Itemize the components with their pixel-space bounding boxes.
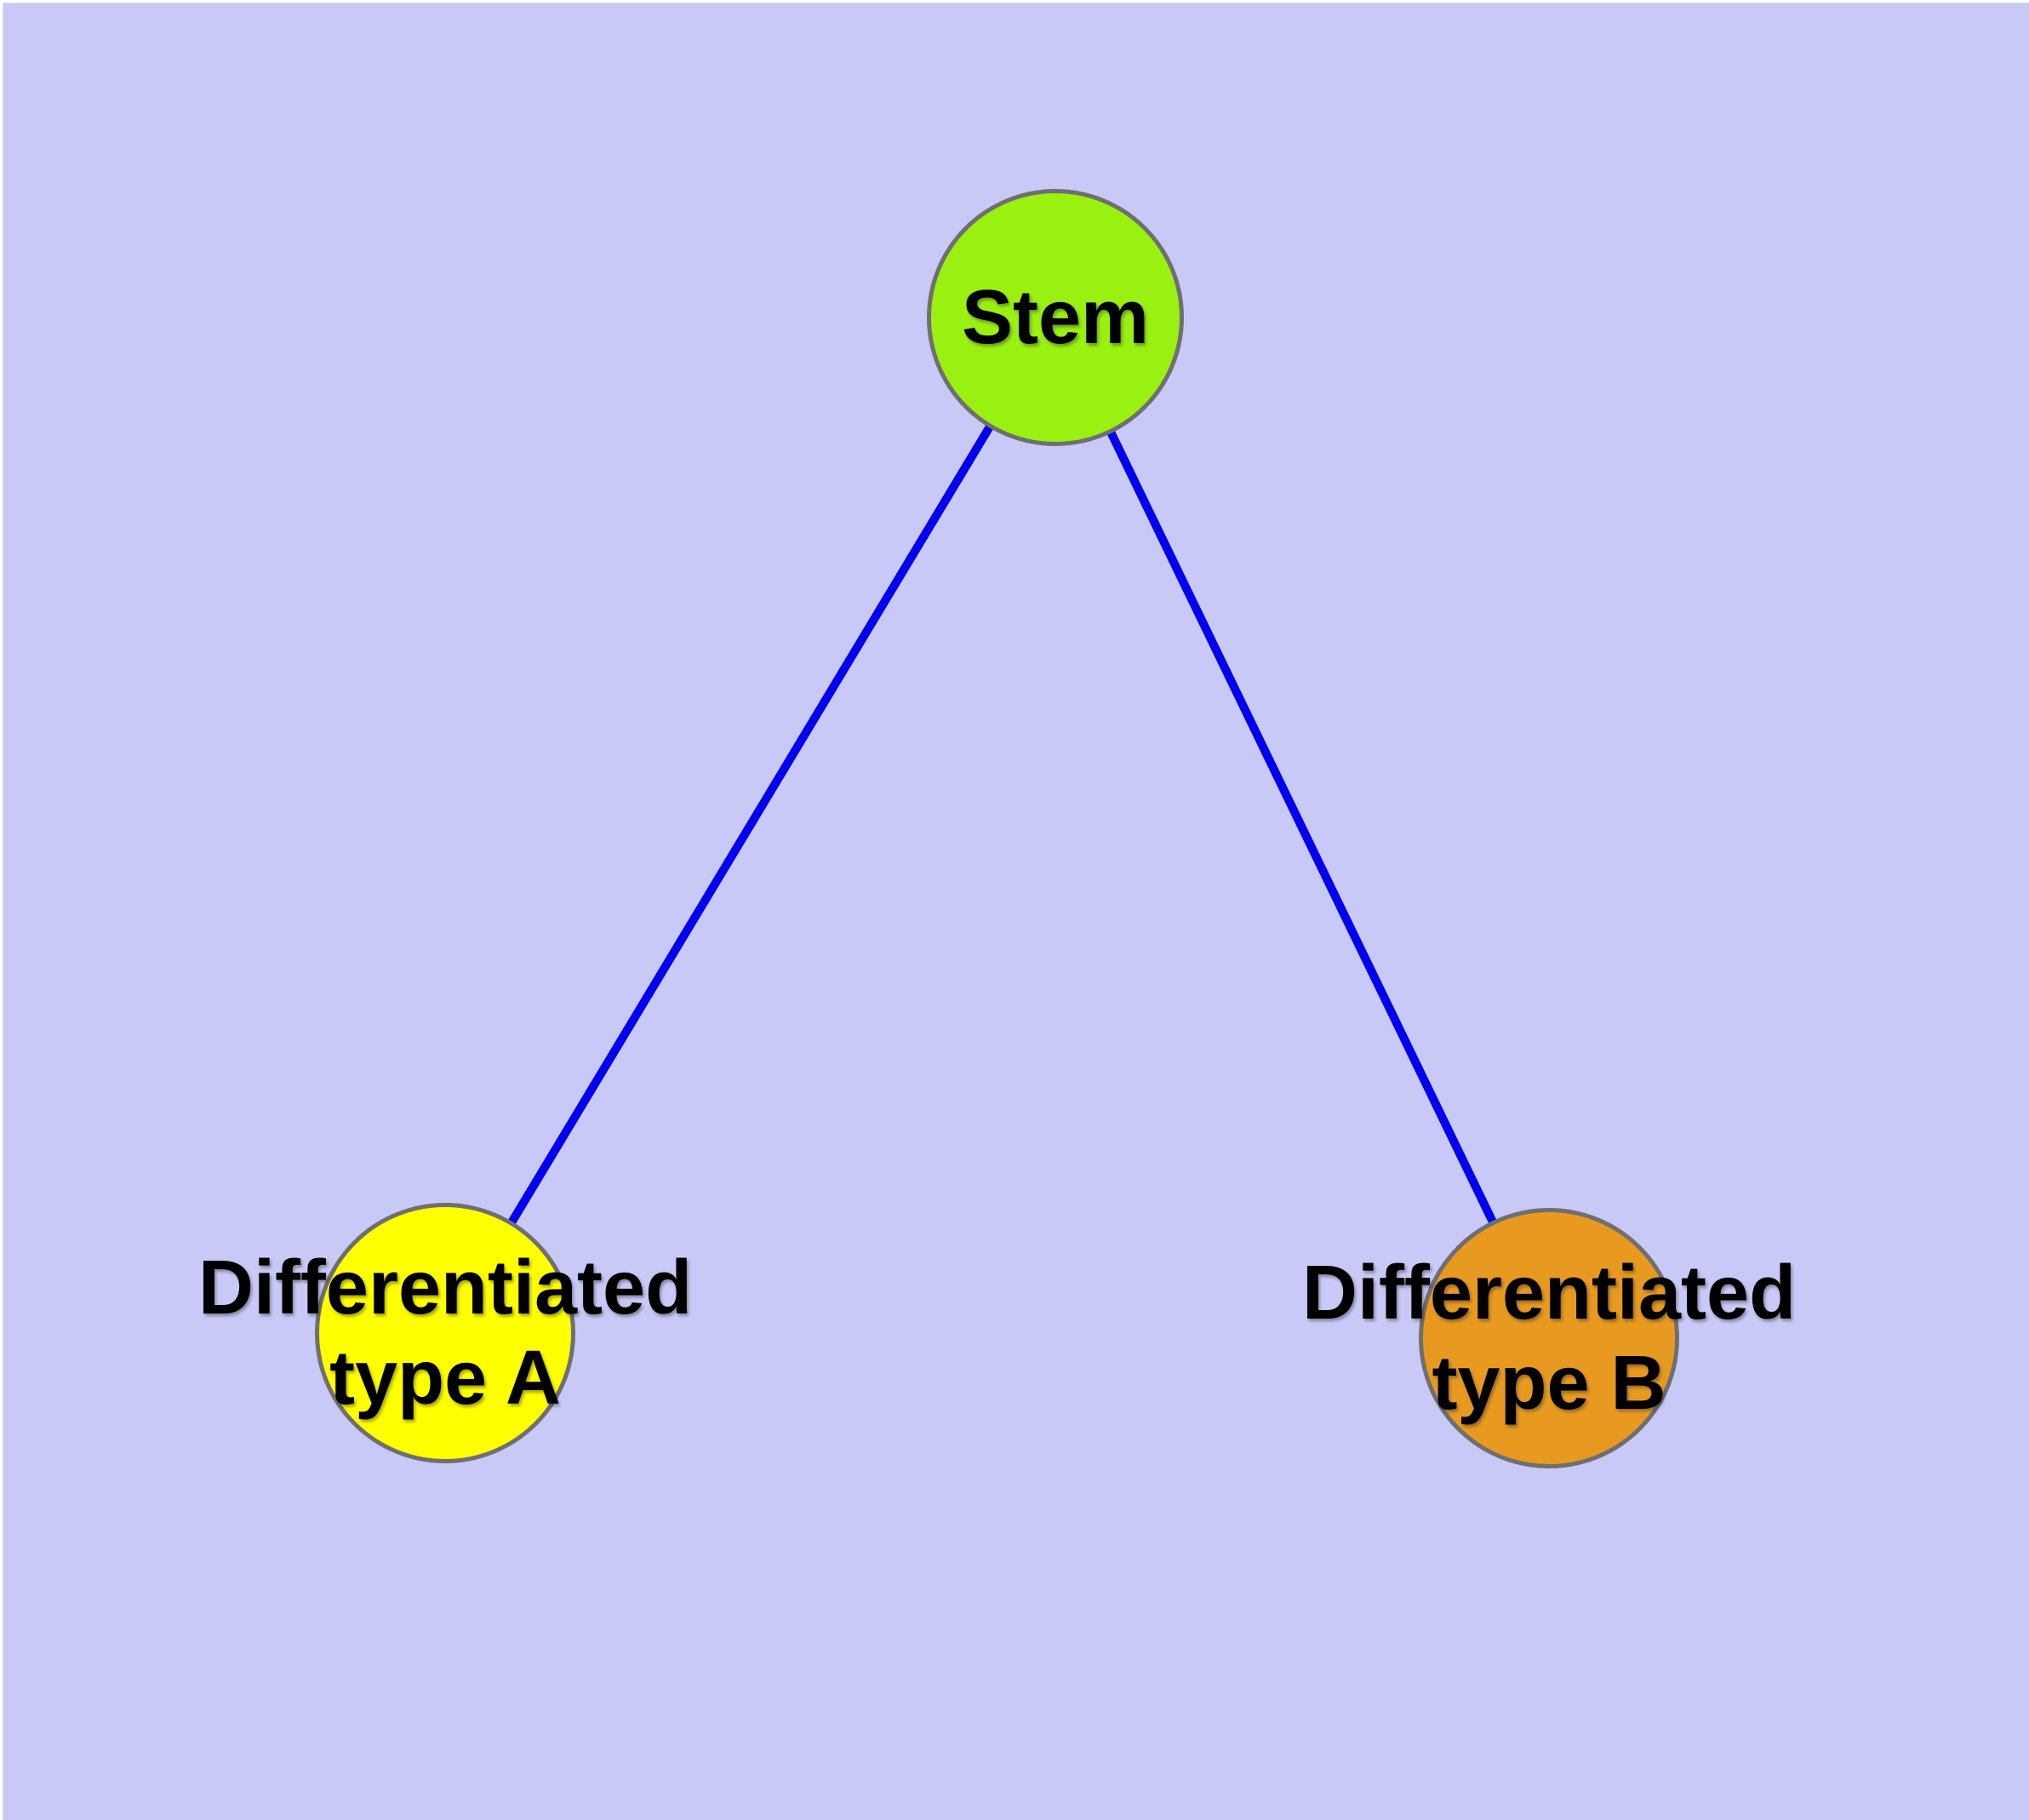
node-type-a-circle: [315, 1203, 575, 1463]
edge-stem-to-type-b: [1051, 315, 1553, 1341]
edge-stem-to-type-a: [441, 315, 1060, 1336]
node-type-b-circle: [1419, 1208, 1679, 1468]
node-stem-circle: [927, 189, 1184, 446]
